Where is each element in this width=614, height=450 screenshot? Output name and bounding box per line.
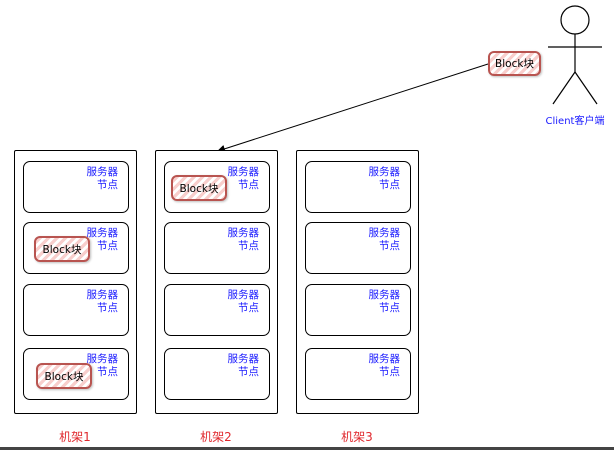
data-block-label: Block块 [179,182,219,195]
transfer-block: Block块 [488,51,541,76]
data-block: Block块 [171,175,227,201]
server-node-label: 服务器 节点 [227,289,260,314]
server-node-label: 服务器 节点 [227,166,260,191]
rack-3-label: 机架3 [341,430,373,444]
server-node: 服务器 节点 Block块 [23,348,129,400]
data-block-label: Block块 [44,370,84,383]
rack-1: 服务器 节点 服务器 节点 Block块 服务器 节点 服务器 节点 Block… [14,150,137,414]
transfer-block-label: Block块 [495,58,534,70]
server-node: 服务器 节点 [305,161,411,213]
server-node: 服务器 节点 [164,348,270,400]
server-node: 服务器 节点 Block块 [164,161,270,213]
data-block: Block块 [34,236,90,262]
rack-1-label: 机架1 [59,430,91,444]
server-node-label: 服务器 节点 [86,227,119,252]
server-node: 服务器 节点 [305,348,411,400]
server-node: 服务器 节点 [164,284,270,336]
server-node: 服务器 节点 [305,222,411,274]
server-node-label: 服务器 节点 [86,166,119,191]
data-block: Block块 [36,363,92,389]
server-node: 服务器 节点 [305,284,411,336]
server-node-label: 服务器 节点 [368,166,401,191]
data-block-label: Block块 [42,243,82,256]
rack-2-label: 机架2 [200,430,232,444]
server-node: 服务器 节点 [23,284,129,336]
server-node: 服务器 节点 Block块 [23,222,129,274]
bottom-divider [0,447,614,450]
server-node-label: 服务器 节点 [86,289,119,314]
server-node-label: 服务器 节点 [368,227,401,252]
server-node-label: 服务器 节点 [368,353,401,378]
server-node: 服务器 节点 [164,222,270,274]
server-node-label: 服务器 节点 [86,353,119,378]
server-node-label: 服务器 节点 [227,353,260,378]
server-node-label: 服务器 节点 [227,227,260,252]
server-node: 服务器 节点 [23,161,129,213]
client-label: Client客户端 [545,116,605,127]
rack-3: 服务器 节点 服务器 节点 服务器 节点 服务器 节点 [296,150,419,414]
server-node-label: 服务器 节点 [368,289,401,314]
rack-2: 服务器 节点 Block块 服务器 节点 服务器 节点 服务器 节点 [155,150,278,414]
